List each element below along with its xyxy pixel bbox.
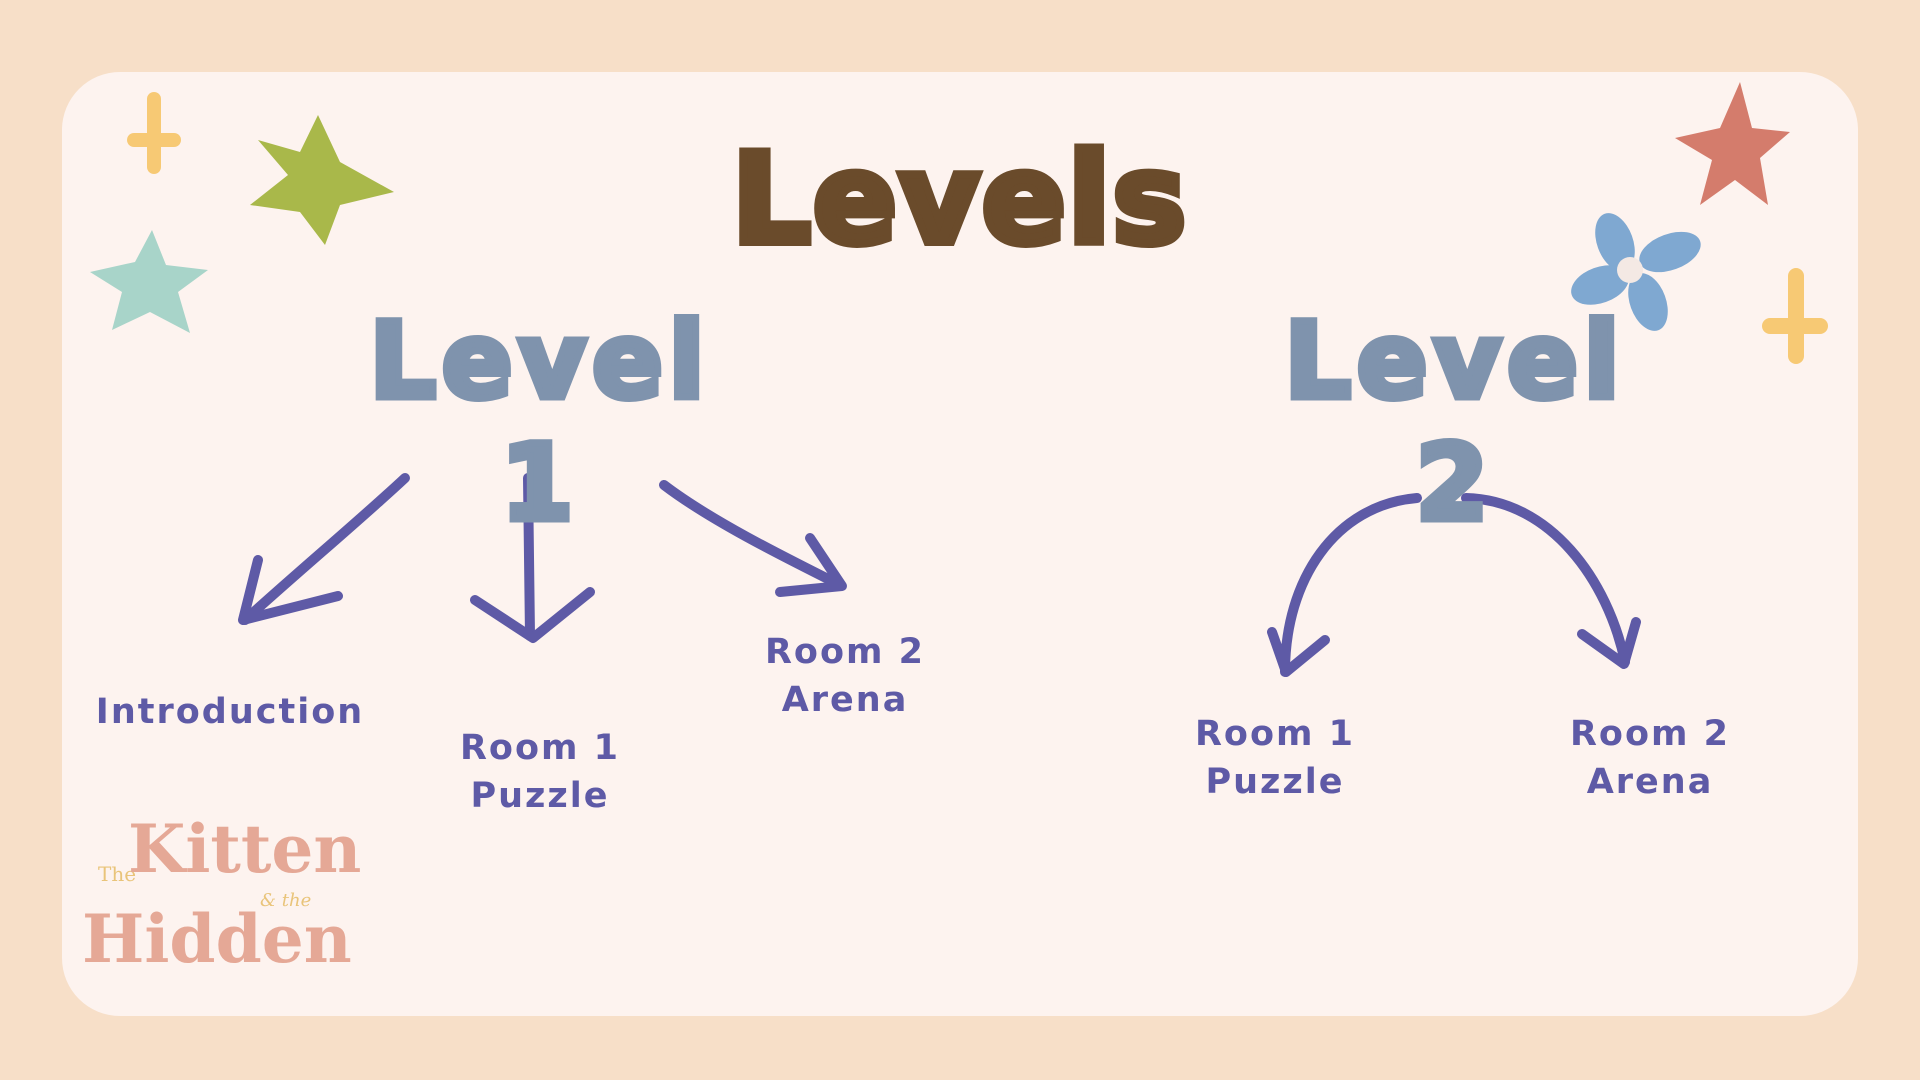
plus-icon — [127, 92, 181, 174]
level-2-room-2: Room 2 Arena — [1540, 710, 1760, 806]
room-label-line2: Puzzle — [470, 776, 610, 816]
arrow-to-room1-puzzle — [470, 473, 595, 643]
room-label-line1: Introduction — [95, 692, 365, 732]
star-icon — [1675, 82, 1790, 205]
logo-kitten: Kitten — [128, 810, 362, 888]
logo-the: The — [98, 862, 137, 886]
arrow-to-introduction — [238, 473, 410, 625]
room-label-line1: Room 2 — [764, 632, 926, 672]
star-icon — [90, 230, 208, 333]
level-1-heading: Level 1 — [366, 297, 711, 548]
room-label-line2: Puzzle — [1205, 762, 1345, 802]
room-label-line1: Room 1 — [1194, 714, 1356, 754]
level-1-room-2: Room 2 Arena — [735, 628, 955, 724]
level-1-room-1: Room 1 Puzzle — [430, 724, 650, 820]
level-2-heading: Level 2 — [1281, 297, 1626, 548]
arrow-to-l2-room2-arena — [1461, 493, 1641, 669]
room-label-line2: Arena — [781, 680, 909, 720]
flower-icon — [1571, 213, 1701, 331]
logo-and-the: & the — [260, 890, 312, 911]
level-2-room-1: Room 1 Puzzle — [1165, 710, 1385, 806]
page-title: Levels — [728, 124, 1190, 276]
arrow-to-room2-arena — [659, 480, 847, 597]
room-label-line2: Arena — [1586, 762, 1714, 802]
star-icon — [250, 115, 394, 245]
level-1-room-introduction: Introduction — [70, 688, 390, 736]
brand-logo: The Kitten & the Hidden — [80, 810, 380, 990]
plus-icon — [1762, 268, 1828, 364]
room-label-line1: Room 2 — [1569, 714, 1731, 754]
logo-hidden: Hidden — [82, 900, 352, 978]
arrow-to-l2-room1-puzzle — [1267, 493, 1422, 677]
room-label-line1: Room 1 — [459, 728, 621, 768]
